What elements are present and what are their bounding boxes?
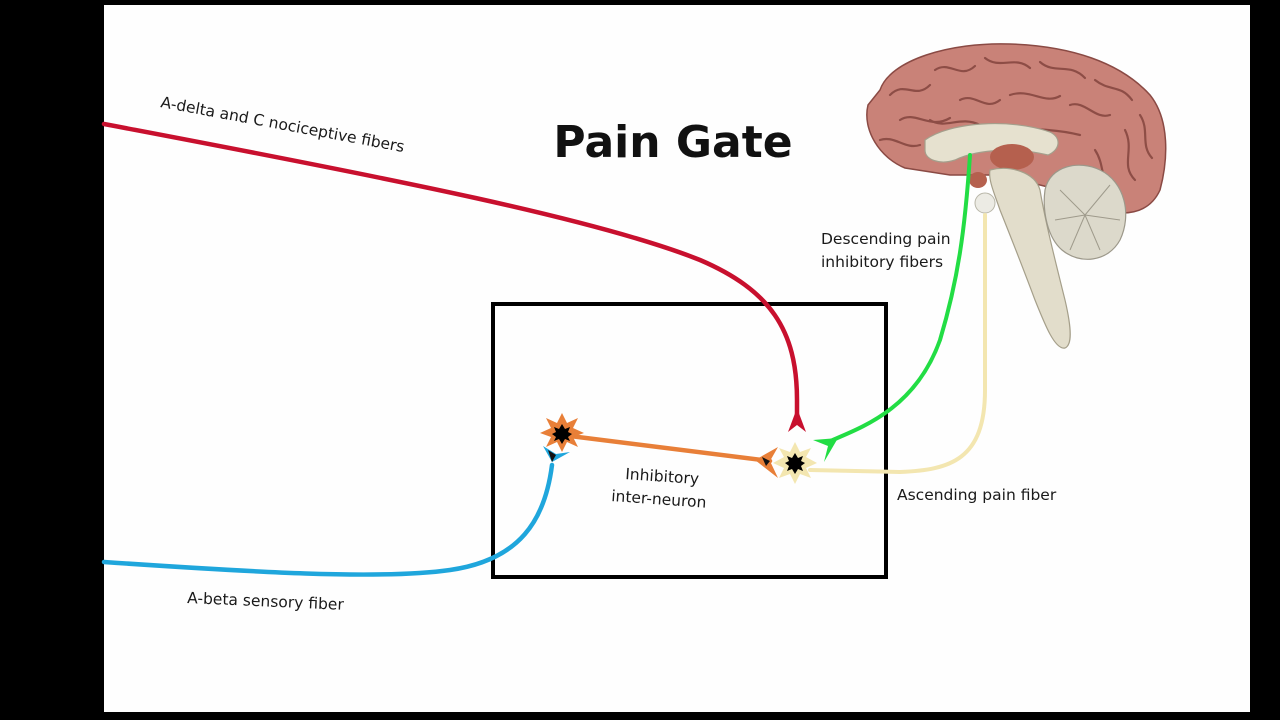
nociceptive-fiber bbox=[101, 121, 800, 418]
abeta-terminal-cleft bbox=[548, 450, 556, 462]
descending-fiber-label-line2: inhibitory fibers bbox=[821, 253, 943, 271]
hypothalamus bbox=[969, 172, 987, 188]
interneuron-label-line1: Inhibitory bbox=[625, 465, 700, 488]
ascending-fiber-label: Ascending pain fiber bbox=[897, 486, 1057, 504]
thalamus bbox=[990, 144, 1034, 170]
abeta-terminal-icon bbox=[543, 446, 570, 462]
gate-box bbox=[491, 302, 888, 579]
projection-neuron-soma bbox=[773, 442, 817, 484]
diagram-title: Pain Gate bbox=[553, 117, 792, 168]
projection-neuron-nucleus-icon bbox=[785, 453, 805, 474]
interneuron-soma bbox=[540, 413, 584, 452]
descending-fiber bbox=[826, 153, 972, 444]
pituitary bbox=[974, 192, 996, 214]
abeta-fiber bbox=[101, 462, 555, 577]
gyri-sulci bbox=[878, 56, 1154, 197]
interneuron-terminal-cleft bbox=[762, 457, 770, 466]
descending-terminal-icon bbox=[813, 438, 838, 462]
cerebellum bbox=[1043, 164, 1127, 260]
ascending-fiber bbox=[808, 213, 987, 475]
brain-illustration bbox=[866, 43, 1167, 349]
arbor-vitae bbox=[1054, 184, 1121, 251]
interneuron-axon bbox=[559, 432, 773, 464]
nociceptive-terminal-icon bbox=[788, 408, 806, 432]
descending-fiber-label-line1: Descending pain bbox=[821, 230, 951, 248]
corpus-callosum bbox=[924, 122, 1059, 163]
brainstem bbox=[989, 167, 1071, 349]
interneuron-nucleus-icon bbox=[552, 424, 572, 444]
